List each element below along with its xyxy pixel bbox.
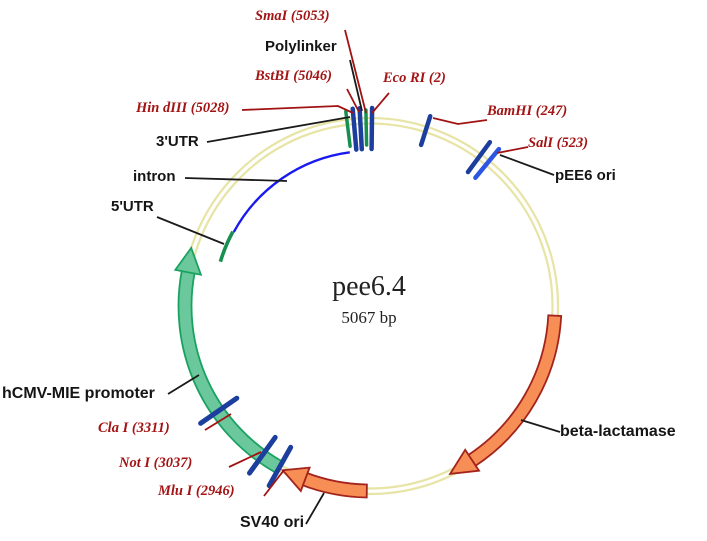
bstbi-leader — [346, 88, 360, 113]
site-label-clai: Cla I (3311) — [98, 420, 170, 436]
intron-leader — [184, 177, 288, 182]
noti-leader — [228, 451, 262, 468]
ecori-leader — [371, 92, 390, 114]
site-label-bamhi: BamHI (247) — [487, 103, 568, 119]
sali-tick-2 — [473, 146, 502, 180]
mlui-tick — [266, 444, 294, 489]
pee6-ori-leader — [499, 154, 555, 176]
site-label-smai: SmaI (5053) — [255, 8, 330, 24]
site-label-ecori: Eco RI (2) — [383, 70, 446, 86]
feature-label-5utr: 5'UTR — [111, 198, 154, 215]
polylinker-leader — [349, 59, 363, 112]
sali-leader — [496, 146, 529, 154]
feature-label-pee6-ori: pEE6 ori — [555, 167, 616, 184]
bstbi-tick — [357, 106, 365, 152]
5utr-leader — [156, 216, 225, 245]
hcmv-leader — [167, 374, 200, 395]
site-label-noti: Not I (3037) — [119, 455, 193, 471]
hcmv-promoter-arrow — [173, 245, 284, 474]
sali-tick — [465, 139, 493, 175]
feature-label-hcmv-promoter: hCMV-MIE promoter — [2, 385, 155, 402]
plasmid-name: pee6.4 — [332, 271, 406, 302]
site-label-bstbi: BstBI (5046) — [255, 68, 332, 84]
site-label-sali: SalI (523) — [528, 135, 589, 151]
ecori-tick — [369, 105, 375, 152]
3utr-tick-2 — [364, 108, 369, 147]
plasmid-size: 5067 bp — [341, 308, 397, 327]
sv40-ori-arrow — [280, 466, 368, 499]
clai-tick — [198, 395, 240, 426]
beta-leader — [520, 419, 561, 433]
feature-label-sv40-ori: SV40 ori — [240, 514, 305, 531]
site-label-mlui: Mlu I (2946) — [158, 483, 235, 499]
bamhi-tick — [418, 114, 433, 148]
clai-leader — [204, 413, 232, 431]
hindiii-tick — [350, 106, 359, 152]
hindiii-leader — [241, 105, 354, 114]
3utr-leader — [206, 116, 351, 143]
feature-label-3utr: 3'UTR — [156, 133, 199, 150]
feature-label-beta-lactamase: beta-lactamase — [560, 423, 676, 440]
feature-label-polylinker: Polylinker — [265, 38, 337, 55]
feature-label-intron: intron — [133, 168, 176, 185]
beta-lactamase-arrow — [448, 314, 563, 475]
intron-arc — [232, 151, 350, 233]
5utr-arc — [218, 230, 235, 263]
noti-tick — [247, 434, 278, 476]
site-label-hindiii: Hin dIII (5028) — [136, 100, 230, 116]
mlui-leader — [263, 469, 285, 497]
bamhi-leader — [432, 117, 488, 125]
smai-leader — [344, 29, 367, 114]
sv40-leader — [305, 492, 325, 525]
